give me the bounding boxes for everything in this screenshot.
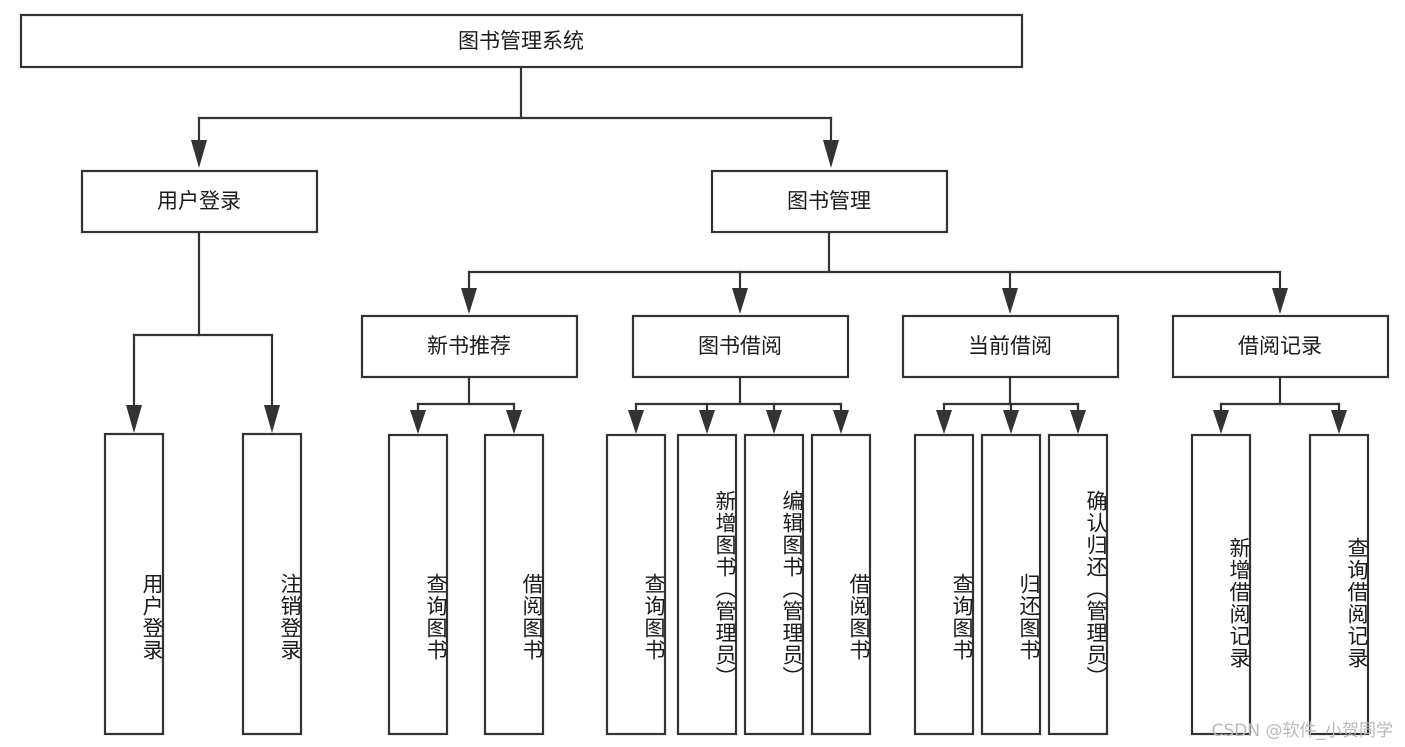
- arrow-root-to-book-manage: [823, 140, 839, 168]
- node-book-management[interactable]: [710, 169, 949, 234]
- node-borrow-record-label: 借阅记录: [1238, 334, 1322, 358]
- node-book-borrow-label: 图书借阅: [698, 334, 782, 358]
- node-leaf-book-borrow-borrow[interactable]: [810, 433, 872, 736]
- node-leaf-current-borrow-query[interactable]: [913, 433, 975, 736]
- node-book-management-label: 图书管理: [787, 189, 871, 213]
- node-root-label: 图书管理系统: [458, 29, 584, 53]
- arrow-book-borrow-leaf-2: [699, 410, 715, 434]
- arrow-root-to-user-login: [191, 140, 207, 168]
- node-leaf-borrow-record-add[interactable]: [1190, 433, 1252, 736]
- node-leaf-current-borrow-return[interactable]: [980, 433, 1042, 736]
- connector-layer: [126, 66, 1347, 434]
- arrow-book-borrow-leaf-3: [766, 410, 782, 434]
- node-leaf-book-borrow-query[interactable]: [605, 433, 667, 736]
- node-new-book-recommend[interactable]: [360, 314, 579, 379]
- watermark-text: CSDN @软件_小贺同学: [1211, 721, 1393, 741]
- node-layer: 图书管理系统 用户登录 图书管理 新书推荐 图书借阅 当前借阅 借阅记录: [19, 13, 1390, 736]
- node-leaf-current-borrow-confirm[interactable]: [1047, 433, 1109, 736]
- arrow-new-book-leaf-1: [410, 410, 426, 434]
- arrow-book-manage-to-new-book: [461, 288, 477, 314]
- arrow-book-manage-to-borrow-record: [1272, 288, 1288, 314]
- arrow-user-login-leaf-1: [126, 405, 142, 433]
- node-user-login[interactable]: [80, 169, 319, 234]
- node-leaf-new-book-query[interactable]: [387, 433, 449, 736]
- node-current-borrow-label: 当前借阅: [968, 334, 1052, 358]
- node-new-book-recommend-label: 新书推荐: [427, 334, 511, 358]
- arrow-borrow-record-leaf-1: [1213, 410, 1229, 434]
- node-root-book-management-system[interactable]: [19, 13, 1024, 69]
- arrow-book-borrow-leaf-1: [628, 410, 644, 434]
- arrow-current-borrow-leaf-3: [1070, 410, 1086, 434]
- node-leaf-user-login-login[interactable]: [103, 432, 165, 736]
- node-book-borrow[interactable]: [631, 314, 850, 379]
- node-leaf-new-book-borrow[interactable]: [483, 433, 545, 736]
- arrow-borrow-record-leaf-2: [1331, 410, 1347, 434]
- node-leaf-book-borrow-add[interactable]: [676, 433, 738, 736]
- arrow-user-login-leaf-2: [264, 405, 280, 433]
- node-current-borrow[interactable]: [901, 314, 1120, 379]
- node-leaf-user-login-logout[interactable]: [241, 432, 303, 736]
- arrow-book-borrow-leaf-4: [833, 410, 849, 434]
- arrow-current-borrow-leaf-2: [1003, 410, 1019, 434]
- arrow-book-manage-to-book-borrow: [732, 288, 748, 314]
- node-user-login-label: 用户登录: [157, 189, 241, 213]
- node-leaf-book-borrow-edit[interactable]: [743, 433, 805, 736]
- node-leaf-borrow-record-query[interactable]: [1308, 433, 1370, 736]
- arrow-current-borrow-leaf-1: [936, 410, 952, 434]
- node-borrow-record[interactable]: [1171, 314, 1390, 379]
- arrow-book-manage-to-current-borrow: [1002, 288, 1018, 314]
- arrow-new-book-leaf-2: [506, 410, 522, 434]
